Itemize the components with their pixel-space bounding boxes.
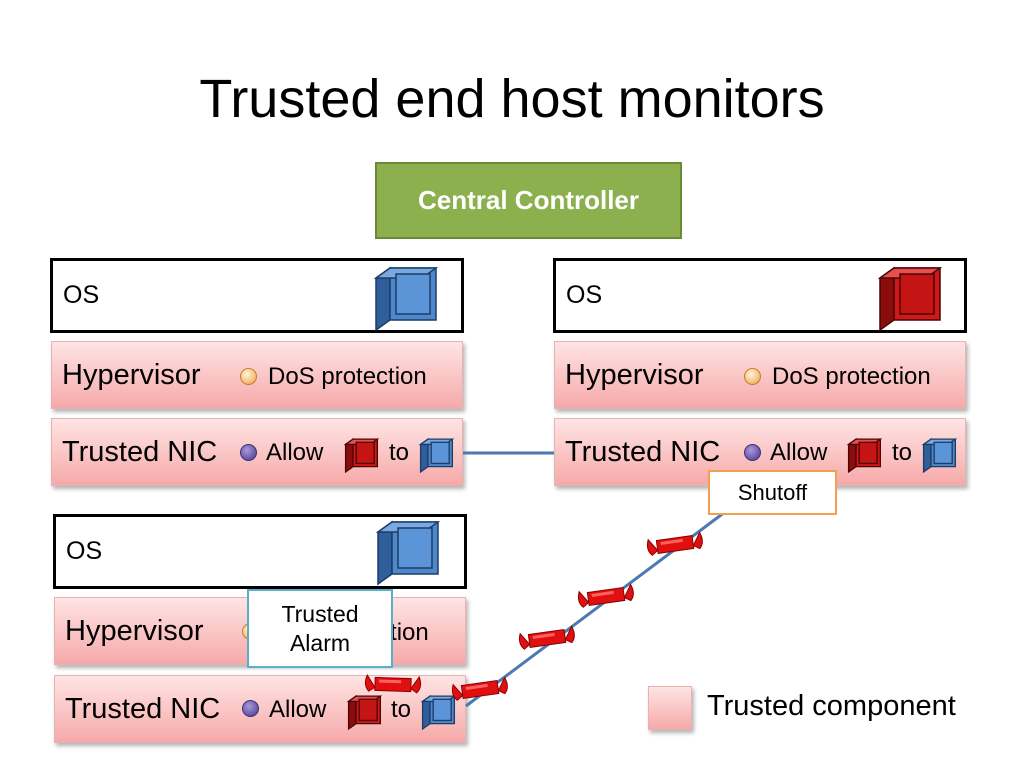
host2-hypervisor-label: Hypervisor — [565, 358, 704, 391]
red-computer-icon — [877, 266, 943, 332]
red-computer-icon — [846, 437, 883, 473]
host3-to-label: to — [391, 696, 412, 723]
host2-to-label: to — [892, 439, 913, 466]
shutoff-label: Shutoff — [737, 479, 808, 505]
host2-os-label: OS — [566, 281, 603, 309]
legend-swatch — [648, 686, 692, 730]
trusted-alarm-line2: Alarm — [289, 629, 351, 656]
central-controller-box: Central Controller — [375, 162, 682, 239]
host3-hypervisor-label: Hypervisor — [65, 614, 204, 647]
host1-nic-layer: Trusted NIC — [51, 418, 463, 486]
host1-hypervisor-layer: Hypervisor — [51, 341, 463, 409]
host1-hypervisor-label: Hypervisor — [62, 358, 201, 391]
orange-bullet-icon — [744, 368, 761, 385]
purple-bullet-icon — [744, 444, 761, 461]
trusted-alarm-line1: Trusted — [281, 600, 359, 627]
packet-icon — [518, 625, 575, 650]
blue-computer-icon — [921, 437, 958, 473]
host1-dos-protection: DoS protection — [268, 363, 427, 390]
host2-dos-protection: DoS protection — [772, 363, 931, 390]
trusted-alarm-callout: Trusted Alarm — [247, 589, 393, 668]
blue-computer-icon — [418, 437, 455, 473]
orange-bullet-icon — [240, 368, 257, 385]
host3-nic-label: Trusted NIC — [65, 692, 221, 725]
host2-nic-label: Trusted NIC — [565, 435, 721, 468]
host3-allow-label: Allow — [269, 696, 327, 723]
host1-nic-label: Trusted NIC — [62, 435, 218, 468]
packet-icon — [577, 583, 634, 608]
packet-icon — [364, 674, 422, 694]
blue-computer-icon — [375, 520, 441, 586]
blue-computer-icon — [373, 266, 439, 332]
slide-title: Trusted end host monitors — [199, 69, 825, 129]
purple-bullet-icon — [240, 444, 257, 461]
host1-os-label: OS — [63, 281, 100, 309]
purple-bullet-icon — [242, 700, 259, 717]
packet-icon — [451, 676, 508, 701]
host1-to-label: to — [389, 439, 410, 466]
host3-os-label: OS — [66, 537, 103, 565]
legend-label: Trusted component — [707, 690, 956, 722]
host2-allow-label: Allow — [770, 439, 828, 466]
red-computer-icon — [346, 694, 383, 730]
red-computer-icon — [343, 437, 380, 473]
packet-icon — [646, 531, 703, 556]
central-controller-label: Central Controller — [417, 185, 640, 215]
shutoff-callout: Shutoff — [708, 470, 837, 515]
host1-allow-label: Allow — [266, 439, 324, 466]
